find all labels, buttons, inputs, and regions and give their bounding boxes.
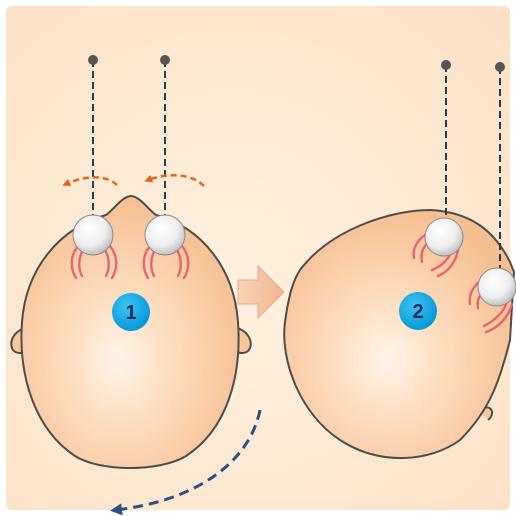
eye-icon [145,215,185,255]
fixation-target [441,60,451,70]
eye-icon [425,218,463,256]
fixation-target [495,62,505,72]
step-badge-1: 1 [112,293,150,331]
eye-icon [478,268,516,306]
step-badge-2: 2 [399,292,437,330]
step-badge-1-label: 1 [125,302,136,324]
fixation-target [88,55,98,65]
eye-icon [73,215,113,255]
step-badge-2-label: 2 [412,301,423,323]
fixation-target [160,55,170,65]
